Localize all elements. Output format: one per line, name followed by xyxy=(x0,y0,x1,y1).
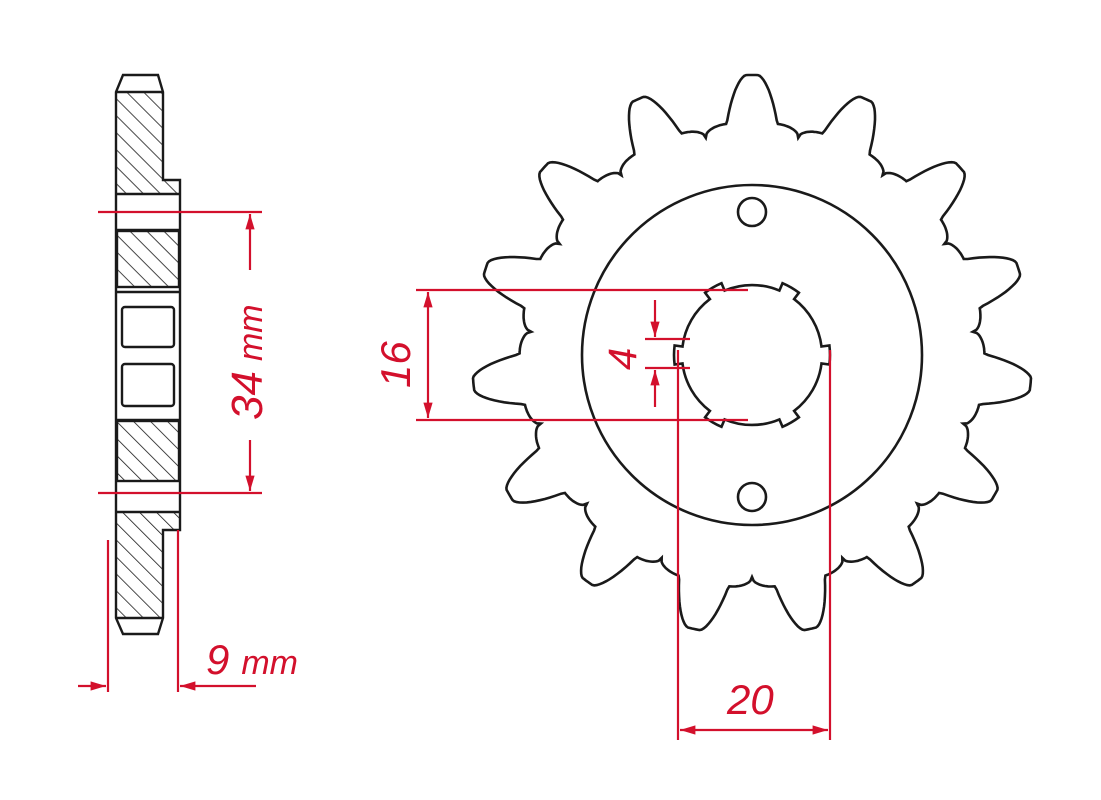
dimension-16 xyxy=(416,288,748,422)
hub-circle xyxy=(580,183,924,527)
dimension-34mm xyxy=(98,210,262,495)
dimension-9mm xyxy=(78,530,256,692)
dimension-16-label: 16 xyxy=(372,341,419,388)
sprocket-teeth-outline xyxy=(471,73,1033,632)
hatch-hub-top xyxy=(117,181,179,193)
dimension-4 xyxy=(645,300,690,407)
hatch-tooth-bottom xyxy=(117,530,162,617)
spline-window-lower xyxy=(120,362,176,408)
hatch-upper-section xyxy=(115,229,181,289)
dimension-4-label: 4 xyxy=(601,348,645,370)
front-view xyxy=(471,73,1033,632)
spline-window-upper xyxy=(120,305,176,349)
dimension-20 xyxy=(676,350,832,740)
dimension-20-label: 20 xyxy=(726,676,774,723)
side-view xyxy=(114,73,182,636)
hatch-tooth-top xyxy=(117,93,162,181)
hatch-lower-section xyxy=(115,419,181,483)
bolt-hole-top xyxy=(736,196,768,228)
bolt-hole-bottom xyxy=(736,481,768,513)
hatch-hub-bottom xyxy=(117,513,179,530)
dimension-34-label: 34mm xyxy=(223,304,272,420)
spline-bore-outline xyxy=(672,281,832,429)
